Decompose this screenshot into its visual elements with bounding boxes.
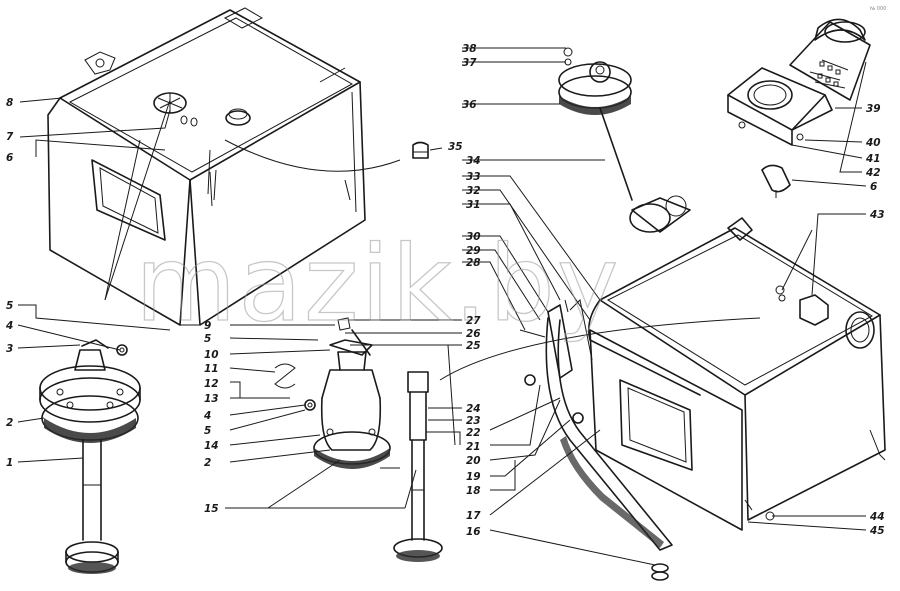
callout-13: 13 bbox=[204, 393, 219, 405]
callout-24: 24 bbox=[466, 403, 481, 415]
callout-19: 19 bbox=[466, 471, 481, 483]
callout-21: 21 bbox=[466, 441, 481, 453]
callout-18: 18 bbox=[466, 485, 481, 497]
callout-6b: 6 bbox=[870, 181, 877, 193]
fuel-level-sensor-left bbox=[39, 339, 141, 574]
callout-4: 4 bbox=[5, 320, 13, 332]
callout-2: 2 bbox=[6, 417, 13, 429]
callout-6: 6 bbox=[6, 152, 13, 164]
callout-39: 39 bbox=[866, 103, 881, 115]
corner-mark: № 000 bbox=[870, 6, 886, 12]
float-assembly bbox=[558, 47, 691, 233]
callout-5: 5 bbox=[6, 300, 13, 312]
callout-30: 30 bbox=[466, 231, 481, 243]
callout-8: 8 bbox=[6, 97, 13, 109]
callout-15: 15 bbox=[204, 503, 219, 515]
center-rod bbox=[393, 371, 443, 562]
washers-16 bbox=[651, 563, 669, 581]
filler-neck-assembly bbox=[727, 18, 871, 146]
callout-10: 10 bbox=[204, 349, 219, 361]
callout-38: 38 bbox=[462, 43, 477, 55]
callout-44: 44 bbox=[869, 511, 885, 523]
callout-4b: 4 bbox=[203, 410, 211, 422]
callout-9: 9 bbox=[204, 320, 211, 332]
callout-34: 34 bbox=[466, 155, 481, 167]
right-fuel-tank bbox=[587, 217, 886, 531]
callout-20: 20 bbox=[466, 455, 481, 467]
callouts: 8 7 6 5 4 3 2 1 9 5 10 11 12 13 4 5 14 2… bbox=[5, 43, 885, 538]
callout-22: 22 bbox=[466, 427, 481, 439]
callout-32: 32 bbox=[466, 185, 481, 197]
callout-17: 17 bbox=[466, 510, 481, 522]
callout-35: 35 bbox=[448, 141, 463, 153]
callout-31: 31 bbox=[466, 199, 481, 211]
callout-37: 37 bbox=[462, 57, 477, 69]
callout-25: 25 bbox=[466, 340, 481, 352]
callout-3: 3 bbox=[6, 343, 13, 355]
callout-5b: 5 bbox=[204, 333, 211, 345]
callout-29: 29 bbox=[466, 245, 481, 257]
callout-40: 40 bbox=[865, 137, 881, 149]
cap-35 bbox=[412, 141, 429, 159]
callout-27: 27 bbox=[466, 315, 481, 327]
callout-42: 42 bbox=[865, 167, 881, 179]
callout-7: 7 bbox=[6, 131, 14, 143]
callout-41: 41 bbox=[865, 153, 881, 165]
callout-33: 33 bbox=[466, 171, 481, 183]
callout-43: 43 bbox=[869, 209, 885, 221]
callout-1: 1 bbox=[6, 457, 13, 469]
callout-28: 28 bbox=[466, 257, 481, 269]
tank-strap bbox=[519, 298, 673, 551]
callout-45: 45 bbox=[869, 525, 885, 537]
callout-11: 11 bbox=[204, 363, 219, 375]
callout-2b: 2 bbox=[204, 457, 211, 469]
fitting-right bbox=[761, 164, 791, 198]
filler-cap-holes bbox=[817, 61, 841, 87]
callout-36: 36 bbox=[462, 99, 477, 111]
left-fuel-tank bbox=[47, 7, 366, 326]
leader-lines bbox=[17, 47, 867, 566]
callout-12: 12 bbox=[204, 378, 219, 390]
callout-23: 23 bbox=[466, 415, 481, 427]
callout-16: 16 bbox=[466, 526, 481, 538]
callout-14: 14 bbox=[204, 440, 219, 452]
watermark: mazik.by bbox=[135, 223, 620, 345]
fuel-level-sensor-center bbox=[274, 317, 391, 469]
callout-5c: 5 bbox=[204, 425, 211, 437]
callout-26: 26 bbox=[466, 328, 481, 340]
